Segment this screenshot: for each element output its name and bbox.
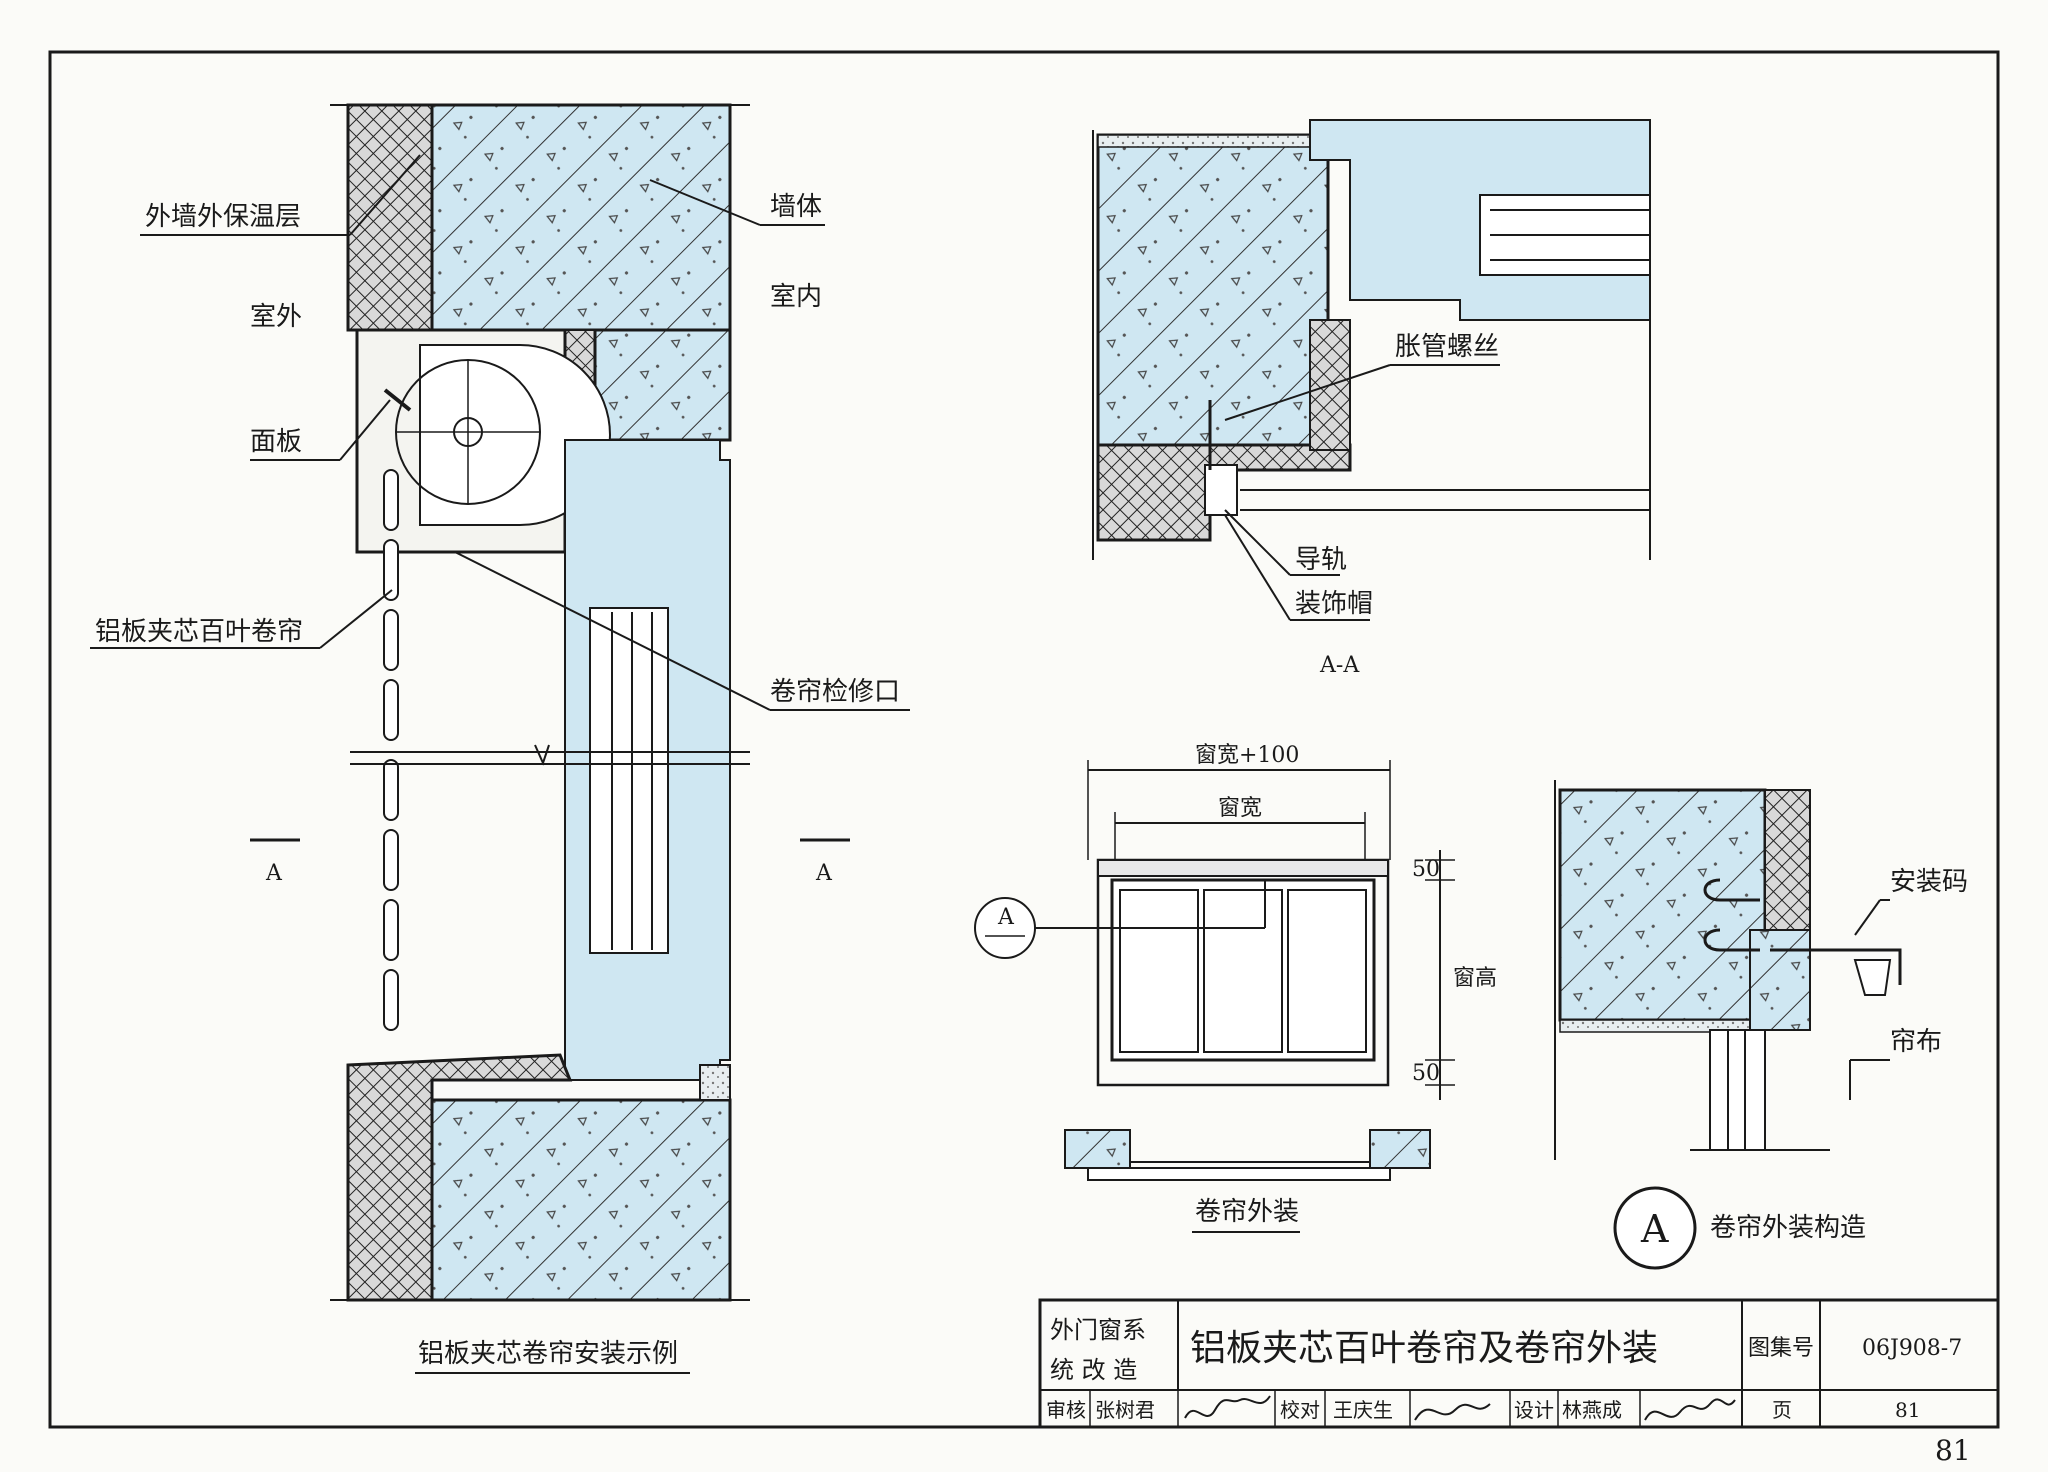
glass-sash: [589, 607, 669, 954]
tb-designer: 林燕成: [1562, 1398, 1622, 1422]
tb-category-line2: 统 改 造: [1050, 1356, 1137, 1384]
shutter-elevation: 窗宽+100 窗宽 50 窗高 50 A 卷帘外装: [974, 743, 1497, 1233]
upper-wall-concrete: [430, 103, 732, 332]
label-outdoor: 室外: [250, 302, 302, 332]
section-marker-left: A: [265, 861, 283, 886]
dim-top-offset: 50: [1412, 857, 1440, 882]
tb-page-no: 81: [1895, 1398, 1920, 1422]
tb-review-label: 审核: [1046, 1398, 1086, 1422]
callout-letter: A: [997, 905, 1015, 930]
sheet-border: [48, 50, 2000, 1429]
label-decorative-cap: 装饰帽: [1295, 589, 1373, 619]
dim-outer-width: 窗宽+100: [1195, 743, 1299, 768]
upper-insulation: [346, 103, 434, 332]
tb-reviewer: 张树君: [1095, 1398, 1155, 1422]
page-number: 81: [1935, 1434, 1971, 1467]
aa-wall-concrete: [1096, 133, 1330, 447]
detail-a-bracket: [1770, 948, 1902, 985]
lower-wall-concrete: [430, 1098, 732, 1302]
aa-guide-rail: [1204, 464, 1238, 516]
label-shutter: 铝板夹芯百叶卷帘: [95, 617, 303, 647]
checker-signature: [1414, 1403, 1491, 1421]
caption-elevation: 卷帘外装: [1195, 1197, 1299, 1227]
caption-main-detail: 铝板夹芯卷帘安装示例: [418, 1339, 678, 1369]
label-fabric: 帘布: [1890, 1027, 1942, 1057]
tb-atlas-label: 图集号: [1748, 1336, 1814, 1361]
label-mounting-bracket: 安装码: [1890, 867, 1968, 897]
tb-page-label: 页: [1772, 1398, 1792, 1422]
detail-a-insulation: [1764, 789, 1811, 931]
tb-design-label: 设计: [1514, 1398, 1554, 1422]
label-access-opening: 卷帘检修口: [770, 677, 900, 707]
tb-checker: 王庆生: [1333, 1398, 1393, 1422]
section-marker-right: A: [815, 861, 833, 886]
reviewer-signature: [1184, 1395, 1271, 1419]
label-insulation: 外墙外保温层: [145, 202, 301, 232]
caption-section-aa: A-A: [1319, 653, 1360, 678]
detail-a-badge: [1613, 1186, 1697, 1270]
dim-bottom-offset: 50: [1412, 1061, 1440, 1086]
main-installation-detail: 外墙外保温层 墙体 室外 室内 面板 铝板夹芯百叶卷帘 卷帘检修口 A A 铝板…: [90, 103, 910, 1374]
label-guide-rail: 导轨: [1295, 545, 1347, 575]
designer-signature: [1644, 1398, 1736, 1421]
tb-atlas-no: 06J908-7: [1862, 1336, 1962, 1361]
title-block: 外门窗系 统 改 造 铝板夹芯百叶卷帘及卷帘外装 图集号 06J908-7 审核…: [1038, 1298, 2000, 1429]
tb-title: 铝板夹芯百叶卷帘及卷帘外装: [1190, 1328, 1658, 1369]
detail-a-badge-letter: A: [1640, 1207, 1669, 1251]
detail-a-wall: [1558, 788, 1767, 1022]
tb-check-label: 校对: [1280, 1398, 1320, 1422]
dim-height: 窗高: [1453, 966, 1497, 991]
label-indoor: 室内: [770, 282, 822, 312]
elevation-window: [1110, 878, 1376, 1062]
section-aa-detail: 胀管螺丝 导轨 装饰帽 A-A: [1092, 119, 1651, 678]
caption-detail-a: 卷帘外装构造: [1710, 1213, 1866, 1243]
detail-a-construction: 安装码 帘布 A 卷帘外装构造: [1554, 780, 1968, 1270]
label-panel: 面板: [250, 427, 302, 457]
tb-category-line1: 外门窗系: [1050, 1316, 1146, 1344]
label-wall: 墙体: [770, 192, 822, 222]
dim-width: 窗宽: [1218, 796, 1262, 821]
label-expansion-screw: 胀管螺丝: [1395, 332, 1499, 362]
shutter-slats: [383, 388, 412, 1031]
